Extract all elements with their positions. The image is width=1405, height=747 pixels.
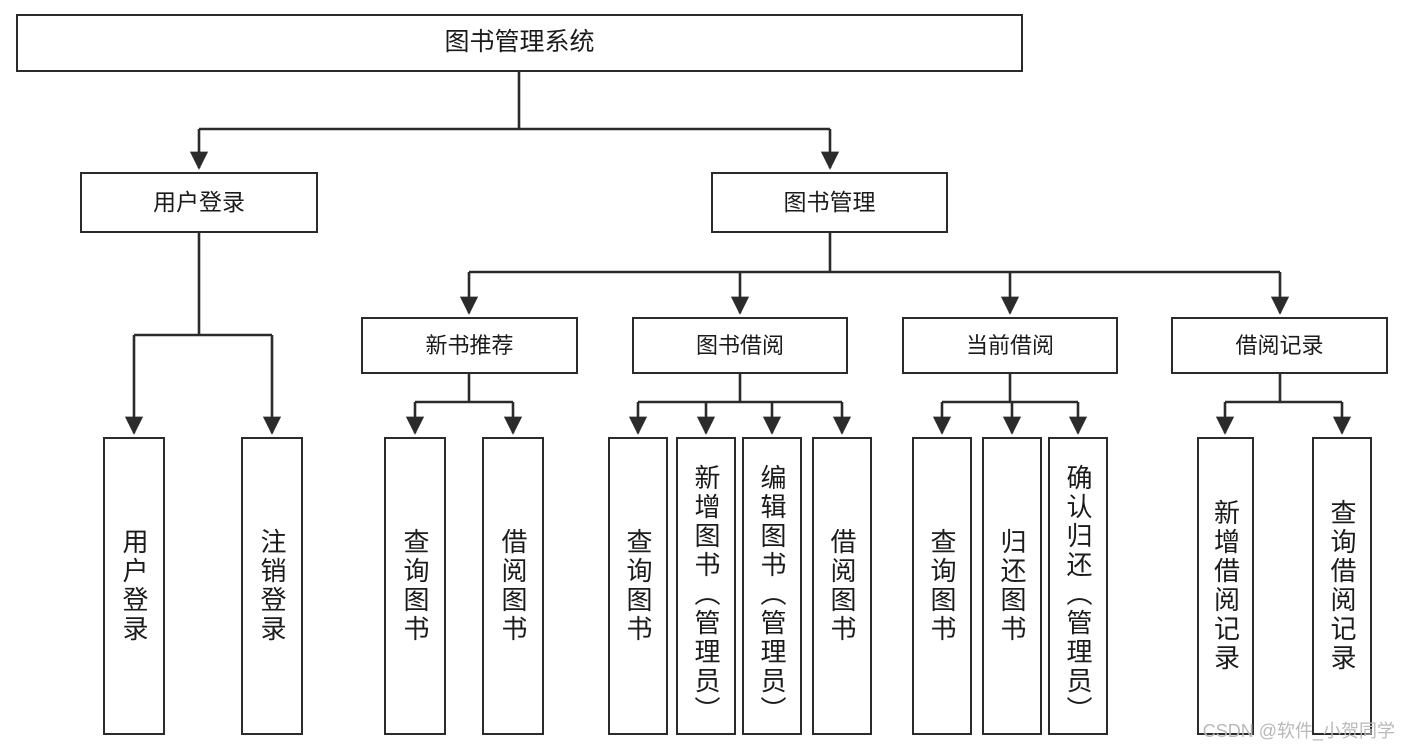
node-new-book-recommend[interactable]: 新书推荐 — [361, 317, 578, 374]
node-system-root[interactable]: 图书管理系统 — [16, 14, 1023, 72]
leaf-borrow-record-query-record[interactable]: 查询借阅记录 — [1312, 437, 1372, 735]
leaf-book-borrow-query-book[interactable]: 查询图书 — [608, 437, 668, 735]
node-label: 图书管理 — [783, 188, 876, 215]
leaf-user-login-logout[interactable]: 注销登录 — [241, 437, 303, 735]
node-label: 编辑图书（管理员） — [757, 463, 787, 725]
leaf-new-book-query-book[interactable]: 查询图书 — [384, 437, 446, 735]
node-label: 新书推荐 — [425, 332, 514, 358]
node-label: 注销登录 — [257, 528, 287, 644]
node-label: 确认归还（管理员） — [1063, 463, 1093, 725]
node-user-login[interactable]: 用户登录 — [80, 172, 318, 233]
node-label: 查询借阅记录 — [1327, 499, 1357, 673]
leaf-book-borrow-add-book-admin[interactable]: 新增图书（管理员） — [676, 437, 736, 735]
node-borrow-record[interactable]: 借阅记录 — [1171, 317, 1388, 374]
leaf-borrow-record-add-record[interactable]: 新增借阅记录 — [1197, 437, 1254, 735]
node-label: 用户登录 — [119, 528, 149, 644]
node-label: 当前借阅 — [965, 332, 1054, 358]
node-label: 图书管理系统 — [444, 28, 595, 57]
node-label: 查询图书 — [927, 528, 957, 644]
node-label: 借阅记录 — [1235, 332, 1324, 358]
node-label: 新增借阅记录 — [1210, 499, 1241, 673]
leaf-user-login-login[interactable]: 用户登录 — [103, 437, 165, 735]
node-label: 查询图书 — [400, 528, 430, 644]
node-label: 归还图书 — [997, 528, 1027, 644]
node-label: 借阅图书 — [827, 528, 857, 644]
node-label: 图书借阅 — [695, 332, 784, 358]
node-current-borrow[interactable]: 当前借阅 — [902, 317, 1118, 374]
node-label: 新增图书（管理员） — [691, 463, 721, 725]
node-label: 查询图书 — [623, 528, 653, 644]
node-book-manage[interactable]: 图书管理 — [711, 172, 948, 233]
leaf-current-borrow-confirm-return-admin[interactable]: 确认归还（管理员） — [1048, 437, 1108, 735]
leaf-current-borrow-query-book[interactable]: 查询图书 — [912, 437, 972, 735]
leaf-book-borrow-borrow-book[interactable]: 借阅图书 — [812, 437, 872, 735]
node-book-borrow[interactable]: 图书借阅 — [632, 317, 848, 374]
node-label: 借阅图书 — [498, 528, 528, 644]
leaf-book-borrow-edit-book-admin[interactable]: 编辑图书（管理员） — [742, 437, 802, 735]
node-label: 用户登录 — [153, 188, 245, 215]
leaf-current-borrow-return-book[interactable]: 归还图书 — [982, 437, 1042, 735]
leaf-new-book-borrow-book[interactable]: 借阅图书 — [482, 437, 544, 735]
